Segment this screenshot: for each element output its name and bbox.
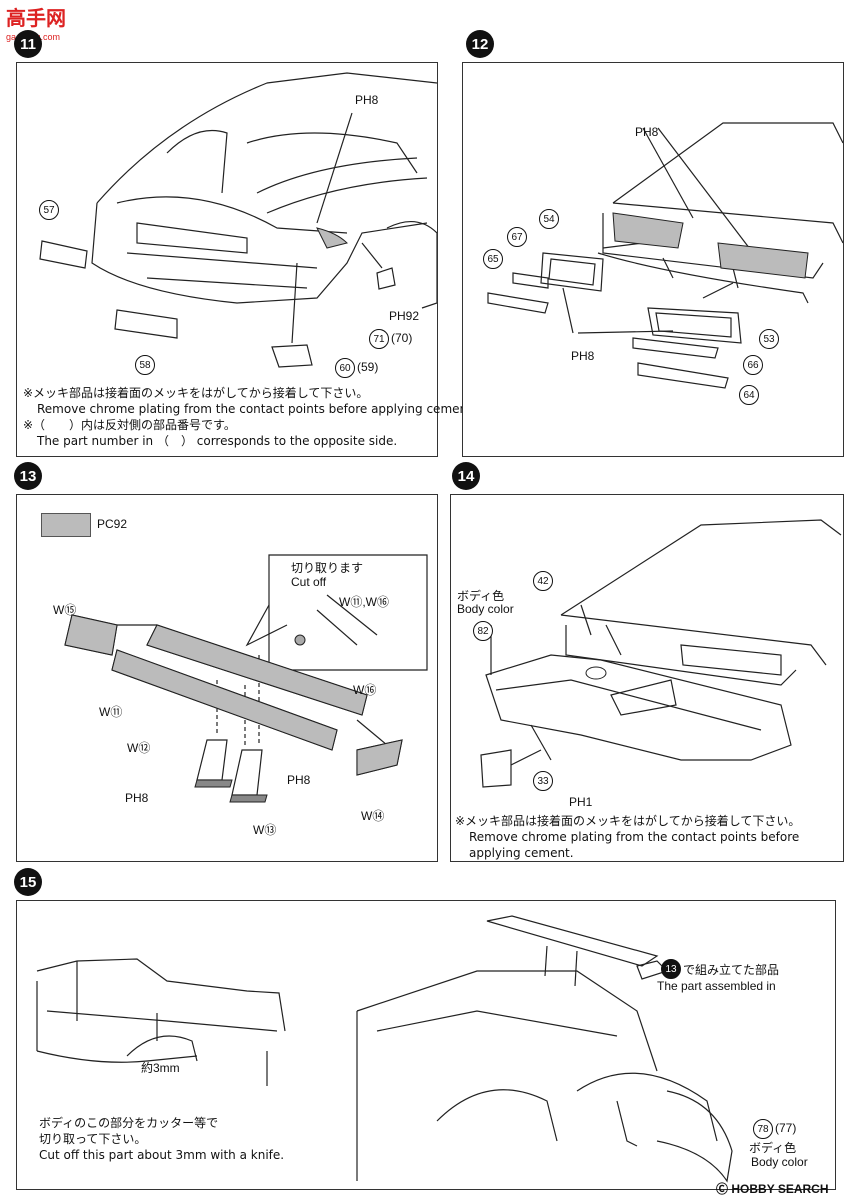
cutoff-parts: W⑪,W⑯	[339, 595, 389, 609]
assembled-jp: で組み立てた部品	[683, 963, 780, 977]
note-jp-2: ※（ ）内は反対側の部品番号です。	[23, 418, 236, 432]
part-71: 71	[369, 329, 389, 349]
part-42: 42	[533, 571, 553, 591]
color-swatch	[41, 513, 91, 537]
cut-jp-1: ボディのこの部分をカッター等で	[39, 1116, 219, 1130]
note-en-1: Remove chrome plating from the contact p…	[469, 830, 800, 844]
cutoff-jp: 切り取ります	[291, 561, 364, 575]
cutoff-en: Cut off	[291, 575, 327, 589]
note-jp-1: ※メッキ部品は接着面のメッキをはがしてから接着して下さい。	[23, 386, 369, 400]
step-14-notes: ※メッキ部品は接着面のメッキをはがしてから接着して下さい。 Remove chr…	[455, 813, 800, 861]
part-w14: W⑭	[361, 809, 385, 823]
part-78: 78	[753, 1119, 773, 1139]
watermark-bottom-text: HOBBY SEARCH	[731, 1182, 829, 1196]
part-33: 33	[533, 771, 553, 791]
part-w11: W⑪	[99, 705, 123, 719]
step-13-drawing	[64, 554, 428, 803]
step-11-notes: ※メッキ部品は接着面のメッキをはがしてから接着して下さい。 Remove chr…	[23, 385, 476, 449]
step-12-badge: 12	[466, 30, 494, 58]
watermark-logo-bottom: Ⓒ HOBBY SEARCH	[716, 1180, 828, 1197]
step-12-drawing	[487, 122, 843, 389]
step-15-cut-notes: ボディのこの部分をカッター等で 切り取って下さい。 Cut off this p…	[39, 1115, 284, 1163]
step-11-badge: 11	[14, 30, 42, 58]
assembled-en: The part assembled in	[657, 979, 776, 993]
code-ph8-right: PH8	[287, 773, 311, 787]
code-ph8-top: PH8	[635, 125, 659, 139]
code-ph1: PH1	[569, 795, 593, 809]
part-54: 54	[539, 209, 559, 229]
step-12-panel: PH8 PH8 54 67 65 53 66 64	[462, 62, 844, 457]
cut-en: Cut off this part about 3mm with a knife…	[39, 1148, 285, 1162]
body-color-jp: ボディ色	[749, 1141, 797, 1155]
part-64: 64	[739, 385, 759, 405]
part-53: 53	[759, 329, 779, 349]
body-color-en: Body color	[751, 1155, 808, 1169]
swatch-code: PC92	[97, 517, 128, 531]
step-15-panel: 13 で組み立てた部品 The part assembled in 約3mm ボ…	[16, 900, 836, 1190]
part-67: 67	[507, 227, 527, 247]
part-w15: W⑮	[53, 603, 77, 617]
part-w16: W⑯	[353, 683, 377, 697]
step-14-drawing	[480, 519, 842, 788]
part-82: 82	[473, 621, 493, 641]
step-11-drawing	[39, 72, 437, 368]
note-en-2: The part number in （ ） corresponds to th…	[37, 434, 398, 448]
step-13-ref: 13	[661, 959, 681, 979]
cut-jp-2: 切り取って下さい。	[39, 1132, 147, 1146]
part-77-label: (77)	[775, 1121, 797, 1135]
part-58: 58	[135, 355, 155, 375]
step-11-panel: PH8 PH92 57 58 60 (59) 71 (70) ※メッキ部品は接着…	[16, 62, 476, 457]
step-15-badge: 15	[14, 868, 42, 896]
copyright-icon: Ⓒ	[716, 1182, 729, 1196]
body-color-jp: ボディ色	[457, 589, 505, 603]
note-en-2: applying cement.	[469, 846, 574, 860]
watermark-text: 高手网	[6, 8, 66, 30]
step-15-drawing	[36, 915, 733, 1183]
part-59-label: (59)	[357, 360, 379, 374]
approx-3mm: 約3mm	[141, 1061, 180, 1075]
code-ph8-bottom: PH8	[571, 349, 595, 363]
part-w13: W⑬	[253, 823, 277, 837]
part-57: 57	[39, 200, 59, 220]
step-14-badge: 14	[452, 462, 480, 490]
part-66: 66	[743, 355, 763, 375]
part-60: 60	[335, 358, 355, 378]
code-ph8: PH8	[355, 93, 379, 107]
part-w12: W⑫	[127, 741, 151, 755]
body-color-en: Body color	[457, 602, 514, 616]
part-70-label: (70)	[391, 331, 413, 345]
code-ph92: PH92	[389, 309, 420, 323]
note-jp: ※メッキ部品は接着面のメッキをはがしてから接着して下さい。	[455, 814, 801, 828]
step-13-panel: PC92 切り取ります Cut off	[16, 494, 438, 862]
note-en-1: Remove chrome plating from the contact p…	[37, 402, 476, 416]
part-65: 65	[483, 249, 503, 269]
step-13-badge: 13	[14, 462, 42, 490]
step-14-panel: ボディ色 Body color 42 82 33 PH1 ※メッキ部品は接着面の…	[450, 494, 844, 862]
code-ph8-left: PH8	[125, 791, 149, 805]
